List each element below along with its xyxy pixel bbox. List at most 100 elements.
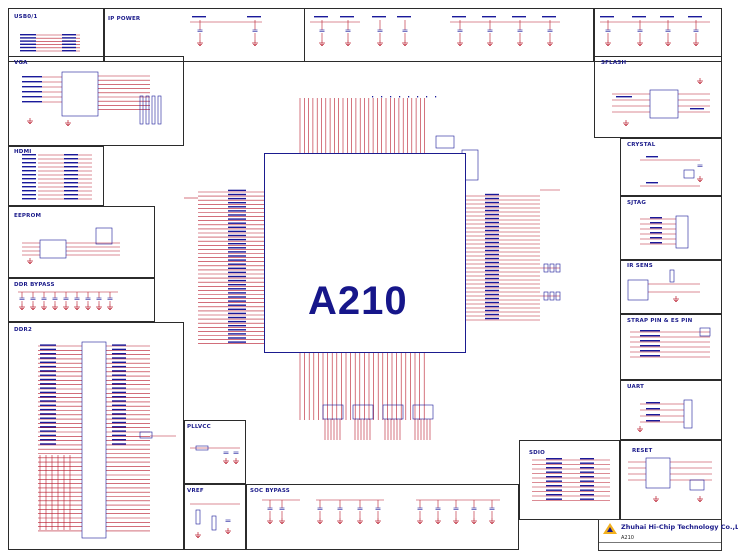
pin-net-label <box>485 281 499 284</box>
spiflash-label: SFLASH <box>601 60 627 66</box>
pin-net-label <box>228 234 246 237</box>
usb-net <box>62 50 76 52</box>
ddr-net <box>112 396 126 398</box>
pin-net-label <box>485 241 499 244</box>
jtag-label: SJTAG <box>627 200 647 206</box>
vref-label: VREF <box>187 488 204 494</box>
vga-connector <box>61 71 99 117</box>
strap-net <box>640 330 660 332</box>
strap-net <box>640 350 660 352</box>
vga-label: VGA <box>14 60 28 66</box>
pin-net-label <box>485 309 499 312</box>
strap-net <box>640 340 660 342</box>
resistor <box>669 269 675 283</box>
pin-net-label <box>485 253 499 256</box>
jtag-net <box>650 222 662 224</box>
pin-net-label <box>228 284 246 286</box>
pin-net-label <box>485 233 499 236</box>
sdio-net <box>546 485 562 487</box>
pin-net-label <box>485 265 499 268</box>
top-net-tick <box>381 96 383 98</box>
ddr-net <box>40 400 56 402</box>
spiflash-chip <box>649 89 679 119</box>
ddr-net <box>40 370 56 372</box>
crystal-net <box>646 156 658 158</box>
jtag-section <box>620 196 722 260</box>
ddr-net <box>112 370 126 372</box>
company-logo-icon <box>603 523 617 534</box>
pin-net-label <box>228 267 246 269</box>
ddr-net <box>112 357 126 359</box>
usb-section <box>8 8 104 62</box>
hdmi-net <box>64 162 78 164</box>
jtag-net <box>650 217 662 219</box>
pllvcc-label: PLLVCC <box>187 424 211 430</box>
ddr-net <box>112 361 126 363</box>
usb-net <box>20 37 36 39</box>
resistor <box>543 291 549 301</box>
vga-net <box>22 81 42 83</box>
hdmi-net <box>22 162 36 164</box>
pin-net-label <box>485 205 499 208</box>
vref-section <box>184 484 246 550</box>
ddr-net <box>112 383 126 385</box>
sdio-net <box>580 489 594 491</box>
pin-net-label <box>485 297 499 300</box>
ddr-net <box>112 374 126 376</box>
power-net-label <box>372 16 386 18</box>
ddr-net <box>40 421 56 424</box>
usb-net <box>20 43 36 45</box>
pin-net-label <box>228 325 246 327</box>
hdmi-net <box>22 198 36 200</box>
ddr-net <box>112 408 126 411</box>
pin-net-label <box>485 269 499 272</box>
reset-chip <box>645 457 671 489</box>
pin-net-label <box>485 245 499 248</box>
pin-net-label <box>485 293 499 296</box>
resistor <box>555 291 561 301</box>
top-net-tick <box>435 96 437 98</box>
usb-net <box>62 46 76 49</box>
resistor <box>145 95 150 125</box>
pin-net-label <box>228 304 246 306</box>
pin-net-label <box>228 218 246 220</box>
pin-net-label <box>485 257 499 260</box>
resistor-network <box>435 135 455 149</box>
sdio-net <box>580 467 594 469</box>
hdmi-net <box>64 174 78 176</box>
ddr-net <box>40 404 56 406</box>
pin-net-label <box>485 261 499 264</box>
hdmi-net <box>64 154 78 156</box>
strap-net <box>640 355 660 357</box>
uart-section <box>620 380 722 440</box>
crystal-net <box>646 182 658 184</box>
crystal-section <box>620 138 722 196</box>
ddr-bypass-section <box>8 278 155 322</box>
pin-net-label <box>485 305 499 308</box>
pin-net-label <box>228 259 246 261</box>
pin-net-label <box>485 229 499 232</box>
ddr-net <box>40 361 56 363</box>
ddr2-label: DDR2 <box>14 327 32 333</box>
pin-net-label <box>228 337 246 339</box>
top-net-tick <box>399 96 401 98</box>
resistor <box>699 327 711 337</box>
pin-net-label <box>228 214 246 216</box>
sdio-net <box>546 467 562 469</box>
hdmi-label: HDMI <box>14 149 32 155</box>
uart-net <box>646 408 660 410</box>
resistor <box>151 95 156 125</box>
pin-net-label <box>228 320 246 323</box>
wire-group <box>18 20 712 532</box>
strap-section <box>620 314 722 380</box>
ddr-net <box>40 417 56 419</box>
pin-net-label <box>228 226 246 228</box>
crystal-label: CRYSTAL <box>627 142 656 148</box>
ddr-net <box>40 413 56 415</box>
pin-net-label <box>485 201 499 204</box>
power-net-label <box>247 16 261 18</box>
pin-net-label <box>485 313 499 316</box>
resistor-network <box>352 404 374 420</box>
pin-net-label <box>228 206 246 208</box>
